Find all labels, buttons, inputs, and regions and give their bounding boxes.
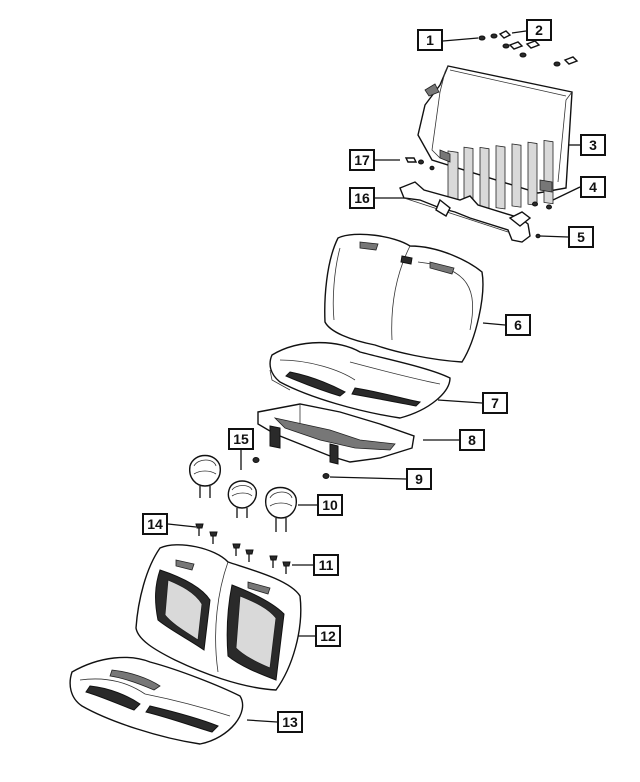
seat-frame <box>257 403 415 465</box>
callout-9: 9 <box>406 468 432 490</box>
seat-cover <box>69 656 244 745</box>
bracket <box>399 181 532 243</box>
callout-13: 13 <box>277 711 303 733</box>
callout-8: 8 <box>459 429 485 451</box>
seatback-cushion <box>324 233 484 363</box>
callout-1: 1 <box>417 29 443 51</box>
callout-11: 11 <box>313 554 339 576</box>
leader-lines <box>167 30 581 723</box>
callout-17: 17 <box>349 149 375 171</box>
pin-parts <box>404 157 552 239</box>
callout-5: 5 <box>568 226 594 248</box>
headrests <box>189 454 297 532</box>
callout-16: 16 <box>349 187 375 209</box>
callout-15: 15 <box>228 428 254 450</box>
callout-12: 12 <box>315 625 341 647</box>
callout-2: 2 <box>526 19 552 41</box>
callout-10: 10 <box>317 494 343 516</box>
callout-14: 14 <box>142 513 168 535</box>
small-fasteners <box>252 457 330 479</box>
callout-3: 3 <box>580 134 606 156</box>
seatback-frame <box>417 65 573 212</box>
seatback-cover <box>135 544 302 691</box>
seat-cushion <box>269 341 451 419</box>
callout-4: 4 <box>580 176 606 198</box>
callout-6: 6 <box>505 314 531 336</box>
headrest-guides <box>195 523 291 574</box>
clip-parts <box>478 30 579 67</box>
callout-7: 7 <box>482 392 508 414</box>
